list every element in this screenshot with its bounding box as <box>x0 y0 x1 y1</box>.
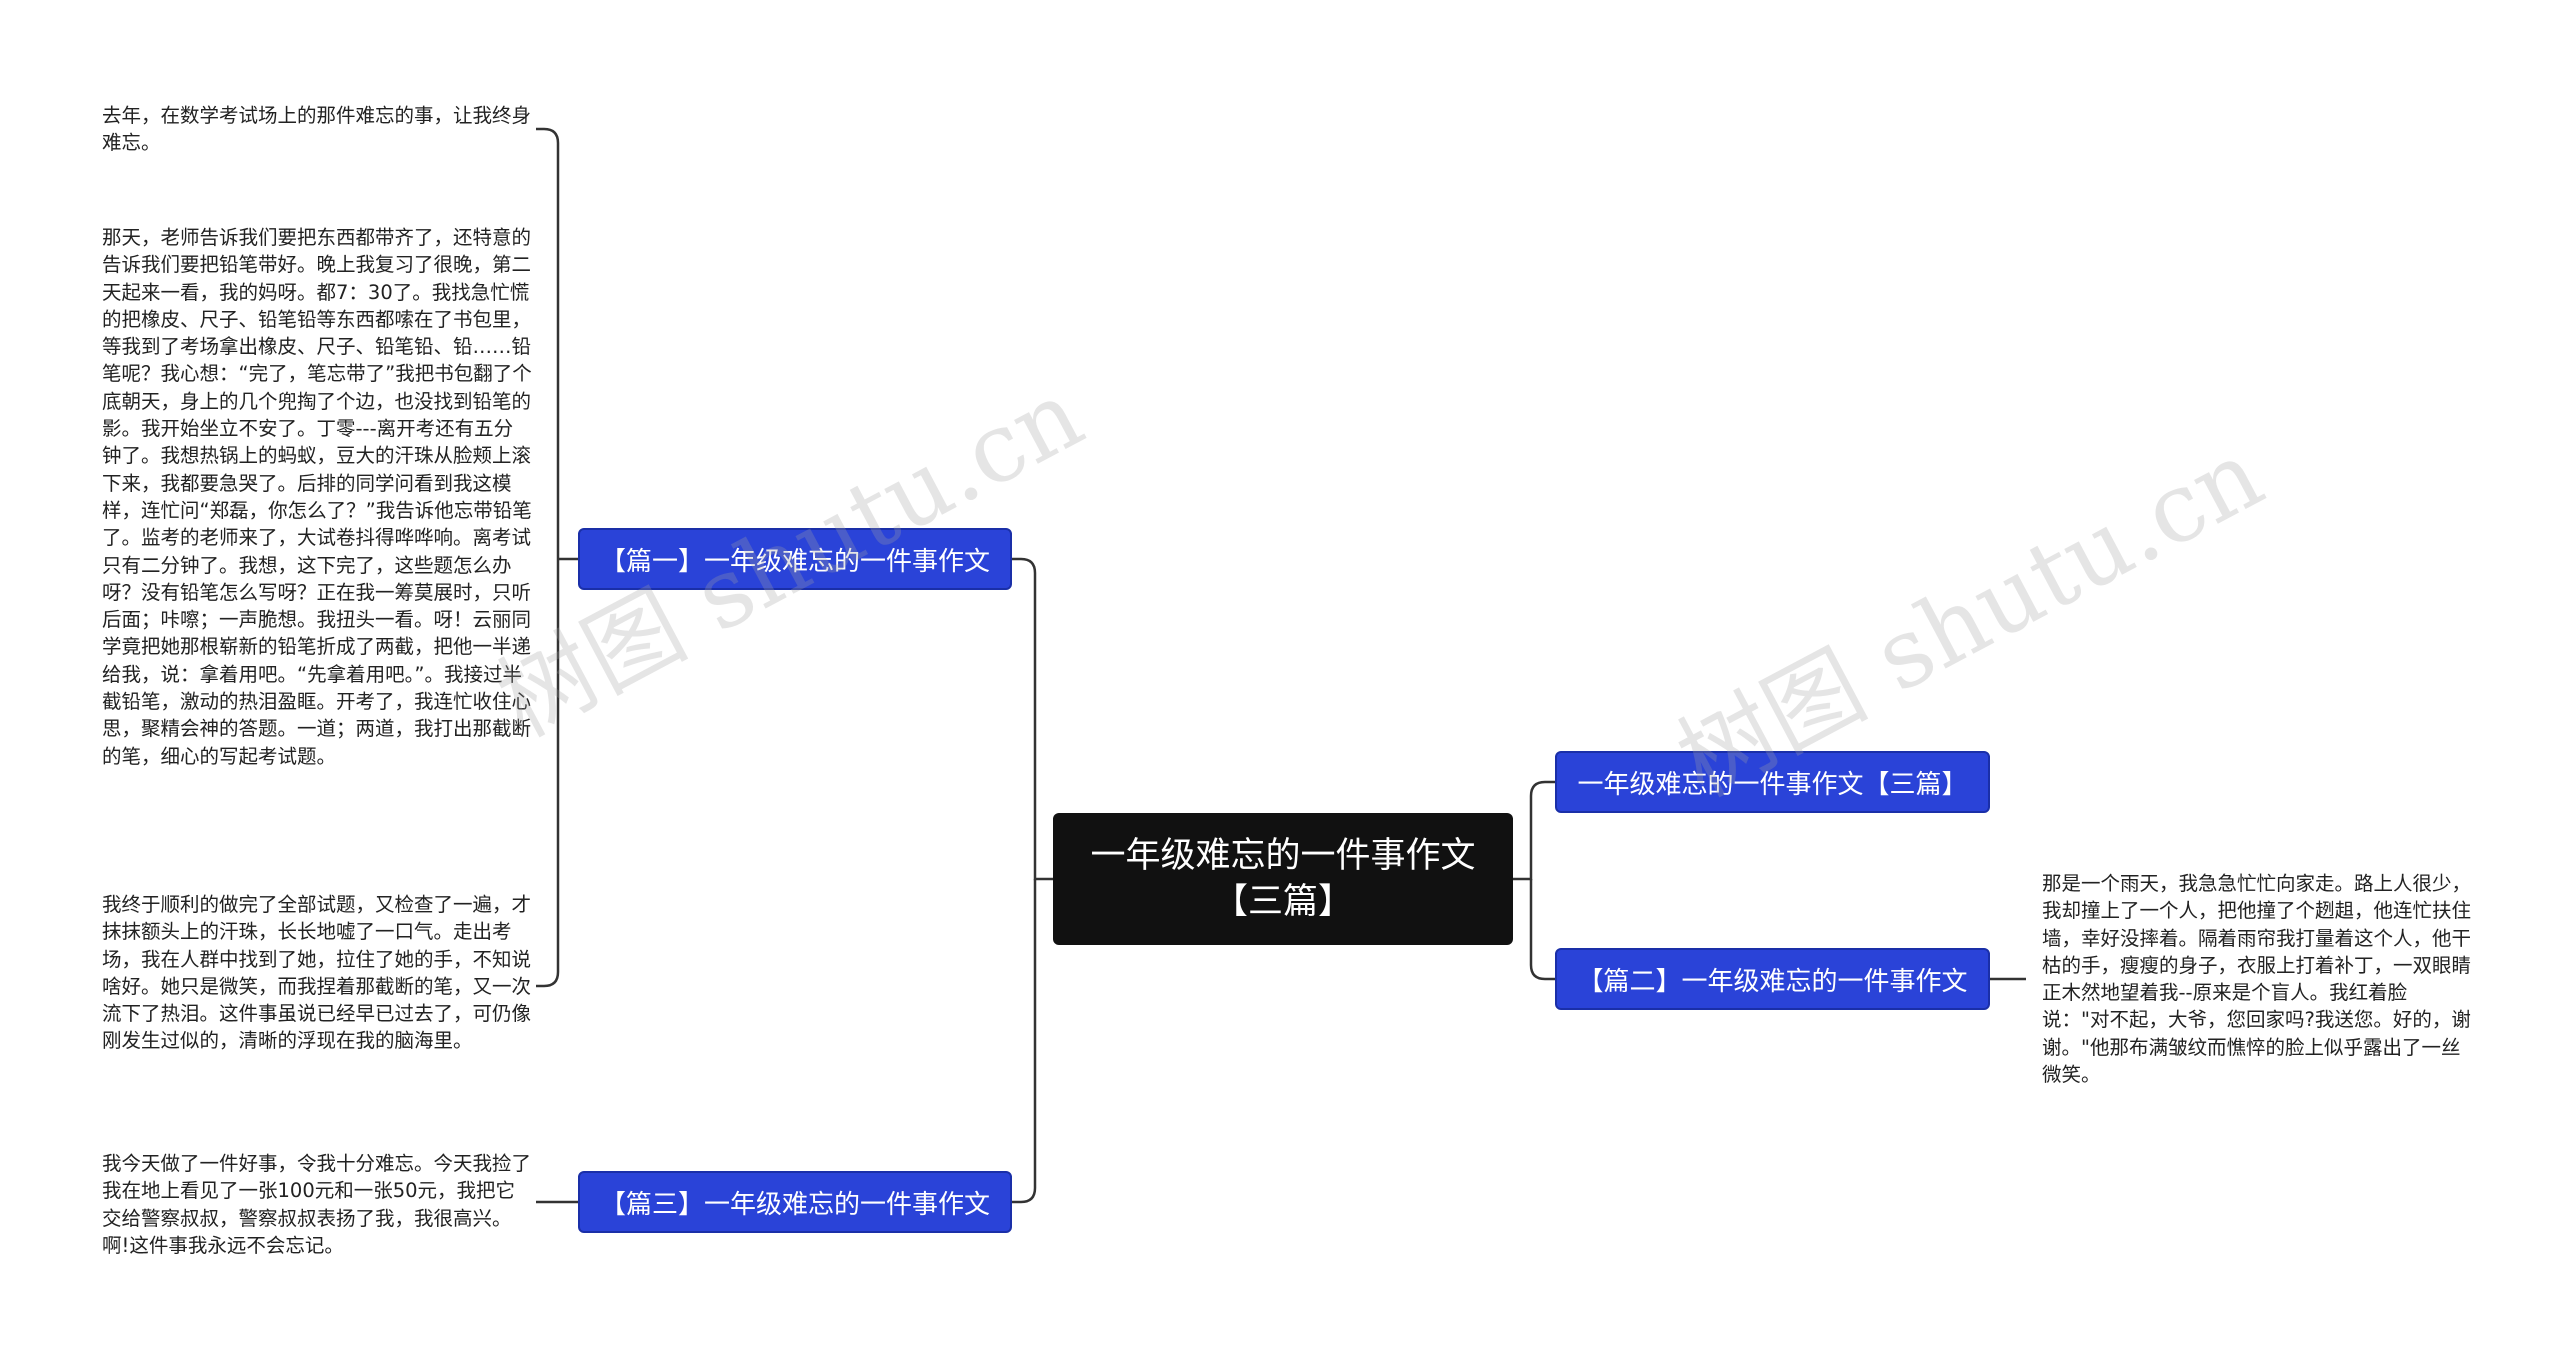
branch-pian1[interactable]: 【篇一】一年级难忘的一件事作文 <box>578 528 1012 590</box>
leaf-pian2-story: 那是一个雨天，我急急忙忙向家走。路上人很少，我却撞上了一个人，把他撞了个趔趄，他… <box>2042 872 2472 1087</box>
connector-pian1-leaves <box>536 127 578 988</box>
connector-root-pian2 <box>1529 879 1555 981</box>
root-node[interactable]: 一年级难忘的一件事作文 【三篇】 <box>1053 813 1513 945</box>
leaf-pian1-ending: 我终于顺利的做完了全部试题，又检查了一遍，才抹抹额头上的汗珠，长长地嘘了一口气。… <box>102 893 532 1053</box>
branch-pian3[interactable]: 【篇三】一年级难忘的一件事作文 <box>578 1171 1012 1233</box>
branch-pian2[interactable]: 【篇二】一年级难忘的一件事作文 <box>1555 948 1990 1010</box>
leaf-pian3-story: 我今天做了一件好事，令我十分难忘。今天我捡了我在地上看见了一张100元和一张50… <box>102 1152 532 1257</box>
root-title-line2: 【三篇】 <box>1212 882 1353 922</box>
connector-root-pian3 <box>1012 879 1037 1204</box>
branch-pian3-label: 【篇三】一年级难忘的一件事作文 <box>599 1189 990 1220</box>
leaf-pian1-story: 那天，老师告诉我们要把东西都带齐了，还特意的告诉我们要把铅笔带好。晚上我复习了很… <box>102 226 532 768</box>
root-title-line1: 一年级难忘的一件事作文 <box>1090 836 1476 876</box>
branch-pian1-label: 【篇一】一年级难忘的一件事作文 <box>599 546 990 577</box>
leaf-pian1-intro: 去年，在数学考试场上的那件难忘的事，让我终身难忘。 <box>102 104 532 155</box>
connector-root-pian1 <box>1012 557 1053 881</box>
connector-root-title <box>1513 780 1555 881</box>
branch-title-label: 一年级难忘的一件事作文【三篇】 <box>1577 769 1968 800</box>
branch-pian2-label: 【篇二】一年级难忘的一件事作文 <box>1577 966 1968 997</box>
branch-title[interactable]: 一年级难忘的一件事作文【三篇】 <box>1555 751 1990 813</box>
